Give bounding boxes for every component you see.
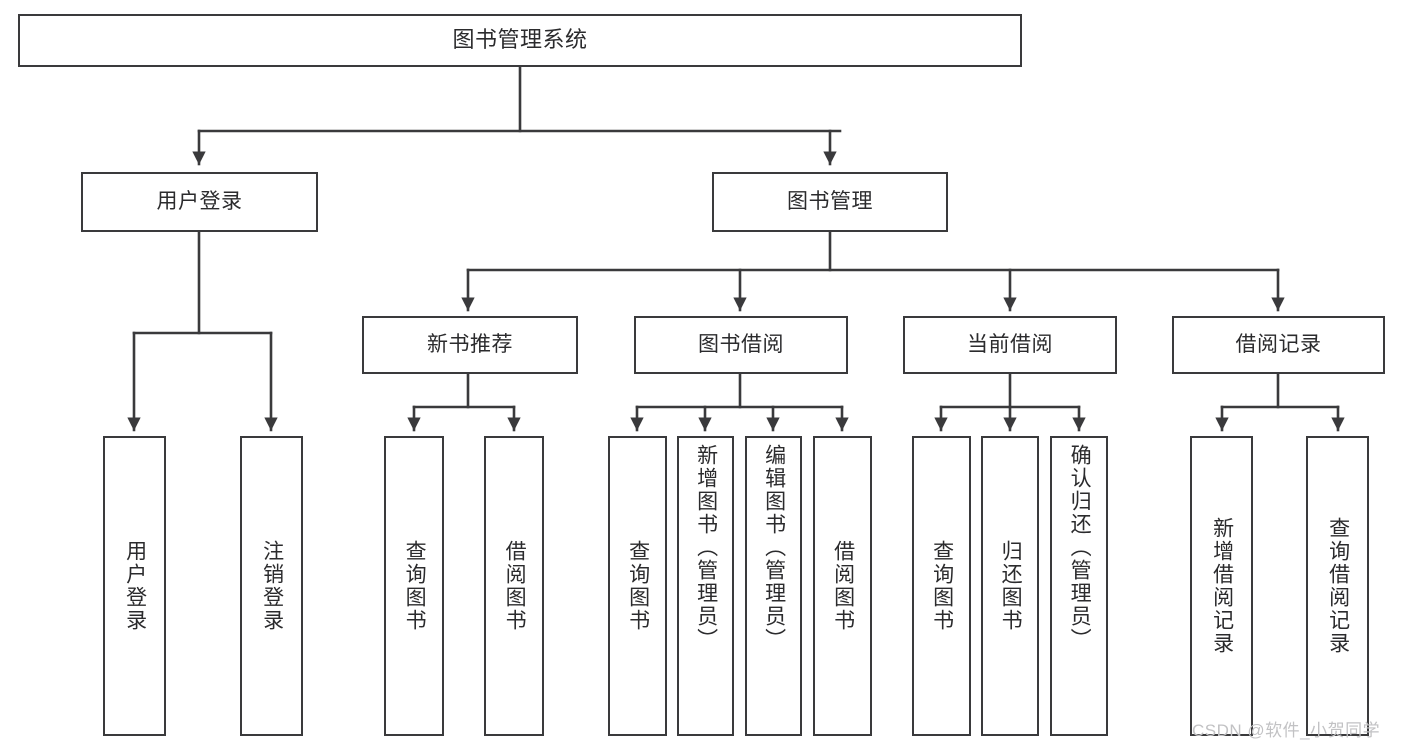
leaf-query-book-recommend[interactable]: 查询图书 <box>384 436 444 736</box>
leaf-query-book-current[interactable]: 查询图书 <box>912 436 971 736</box>
node-current-borrow[interactable]: 当前借阅 <box>903 316 1117 374</box>
leaf-edit-book-admin[interactable]: 编辑图书（管理员） <box>745 436 802 736</box>
leaf-return-book[interactable]: 归还图书 <box>981 436 1039 736</box>
leaf-logout-login[interactable]: 注销登录 <box>240 436 303 736</box>
node-borrow-record[interactable]: 借阅记录 <box>1172 316 1385 374</box>
leaf-borrow-book[interactable]: 借阅图书 <box>813 436 872 736</box>
node-book-borrow[interactable]: 图书借阅 <box>634 316 848 374</box>
node-user-login[interactable]: 用户登录 <box>81 172 318 232</box>
leaf-query-book-borrow[interactable]: 查询图书 <box>608 436 667 736</box>
leaf-query-borrow-record[interactable]: 查询借阅记录 <box>1306 436 1369 736</box>
node-book-management[interactable]: 图书管理 <box>712 172 948 232</box>
leaf-confirm-return-admin[interactable]: 确认归还（管理员） <box>1050 436 1108 736</box>
node-new-book-recommend[interactable]: 新书推荐 <box>362 316 578 374</box>
leaf-user-login[interactable]: 用户登录 <box>103 436 166 736</box>
node-root-system[interactable]: 图书管理系统 <box>18 14 1022 67</box>
leaf-add-book-admin[interactable]: 新增图书（管理员） <box>677 436 734 736</box>
leaf-borrow-book-recommend[interactable]: 借阅图书 <box>484 436 544 736</box>
csdn-watermark: CSDN @软件_小贺同学 <box>1192 721 1381 740</box>
leaf-add-borrow-record[interactable]: 新增借阅记录 <box>1190 436 1253 736</box>
